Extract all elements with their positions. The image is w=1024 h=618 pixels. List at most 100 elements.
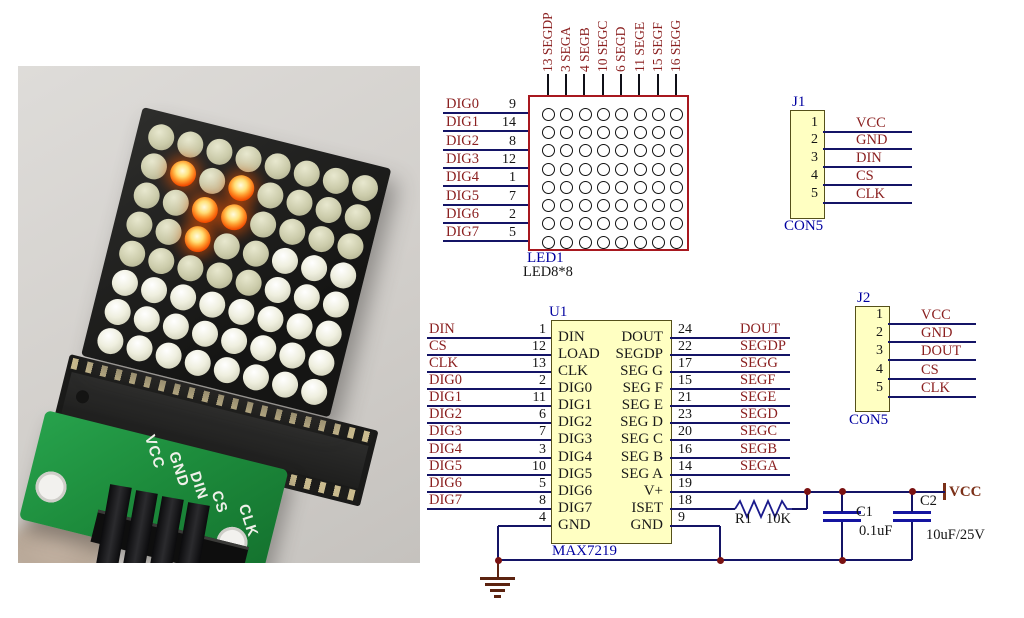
led-dot <box>597 217 611 231</box>
wire <box>670 422 790 425</box>
led-dot <box>542 217 555 231</box>
led-dot <box>652 180 666 194</box>
led-dot <box>670 180 684 194</box>
wire <box>443 167 528 169</box>
net-label: CS <box>429 337 447 354</box>
r1-value: 10K <box>766 511 791 527</box>
led-dot <box>615 107 629 121</box>
pin-number: 1 <box>509 170 516 186</box>
u1-pin-name: SEG F <box>622 379 663 396</box>
net-label: SEGDP <box>740 337 786 354</box>
wire <box>670 353 790 356</box>
pin-line <box>638 74 641 95</box>
j2-designator: J2 <box>857 290 871 306</box>
wire <box>443 185 528 188</box>
led-dot <box>615 235 629 249</box>
u1-pin-name: SEG G <box>620 362 663 379</box>
net-label: SEGB <box>740 440 778 457</box>
c2-value: 10uF/25V <box>926 527 985 543</box>
led-dot <box>633 162 647 176</box>
j2-symbol <box>855 306 890 412</box>
net-label: DIN <box>856 150 882 167</box>
wire <box>427 456 551 459</box>
j1-designator: J1 <box>792 94 806 110</box>
net-label: CS <box>856 167 874 184</box>
net-label: DIG5 <box>446 187 480 204</box>
pin-line <box>583 74 586 95</box>
wire <box>823 201 912 204</box>
led-dot <box>597 125 611 139</box>
pin-number: 10 <box>532 458 546 474</box>
pin-number: 9 <box>509 97 516 113</box>
pin-line <box>564 74 567 95</box>
pin-number: 3 <box>811 150 818 166</box>
net-label: SEGC <box>740 423 778 440</box>
u1-pin-name: DIG2 <box>558 414 593 431</box>
led-dot <box>615 162 629 176</box>
c2-plate <box>893 511 931 514</box>
pin-number: 3 <box>539 441 546 457</box>
c2-plate <box>893 519 931 522</box>
u1-pin-name: DIG0 <box>558 379 593 396</box>
net-label: DIN <box>429 320 455 337</box>
u1-pin-name: LOAD <box>558 345 600 362</box>
net-label: GND <box>856 132 888 149</box>
pin-number: 1 <box>539 321 546 337</box>
wire <box>443 148 528 151</box>
pin-number: 21 <box>678 390 692 406</box>
u1-pin-name: DOUT <box>621 328 663 345</box>
led-dot <box>652 199 666 213</box>
wire <box>823 183 912 186</box>
junction-dot <box>838 488 846 496</box>
wire <box>806 491 808 509</box>
segment-pin-label: 3 SEGA <box>558 26 574 72</box>
vcc-power-label: VCC <box>949 484 982 500</box>
ground-icon <box>485 583 510 586</box>
led-dot <box>597 199 611 213</box>
j1-symbol <box>790 110 825 219</box>
u1-pin-name: DIG6 <box>558 482 593 499</box>
junction-dot <box>908 488 916 496</box>
segment-pin-label: 15 SEGF <box>650 22 666 72</box>
net-label: DIG7 <box>429 492 463 508</box>
led-dot <box>652 162 666 176</box>
pin-number: 22 <box>678 338 692 354</box>
led-dot <box>578 235 592 249</box>
led-dot <box>597 107 611 121</box>
wire <box>498 525 551 528</box>
pin-number: 4 <box>539 510 546 526</box>
pin-number: 7 <box>509 188 516 204</box>
wire <box>443 130 528 133</box>
net-label: CLK <box>856 185 885 202</box>
j2-type: CON5 <box>849 412 889 428</box>
wire <box>670 405 790 408</box>
segment-pin-label: 11 SEGE <box>631 21 647 72</box>
led-dot <box>652 217 666 231</box>
pin-number: 5 <box>811 185 818 201</box>
segment-pin-label: 13 SEGDP <box>540 12 555 72</box>
u1-pin-name: DIG5 <box>558 465 593 482</box>
wire <box>427 508 551 510</box>
led-dot <box>670 144 684 158</box>
u1-pin-name: V+ <box>643 482 663 499</box>
wire <box>427 439 551 442</box>
wire <box>670 387 790 390</box>
j1-type: CON5 <box>784 218 824 234</box>
wire <box>497 526 499 560</box>
led-dot <box>578 144 592 158</box>
pin-number: 9 <box>678 510 685 526</box>
wire <box>670 473 790 476</box>
led-dot <box>633 144 647 158</box>
wire <box>670 508 735 510</box>
ground-icon <box>480 577 515 580</box>
net-label: CS <box>921 361 939 378</box>
pin-number: 7 <box>539 424 546 440</box>
led-dot <box>542 144 555 158</box>
pin-number: 5 <box>509 225 516 241</box>
pin-number: 13 <box>532 355 546 371</box>
net-label: SEGD <box>740 406 778 423</box>
wire <box>443 240 528 243</box>
led-dot <box>670 199 684 213</box>
segment-pin-label: 6 SEGD <box>613 26 629 72</box>
